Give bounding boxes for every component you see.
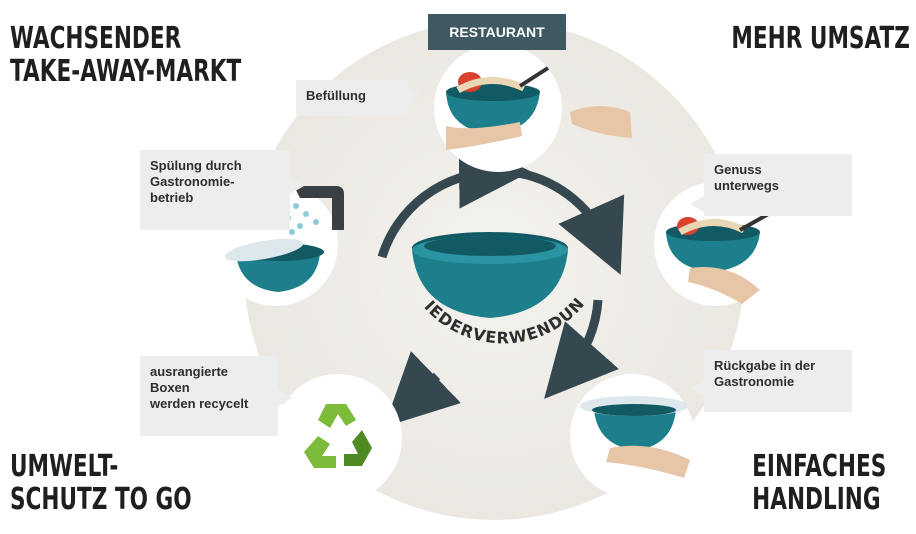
step-label-filling: Befüllung <box>296 80 408 116</box>
label-pointers <box>278 88 704 406</box>
step-label-line: Gastronomie <box>714 374 795 389</box>
hand-icon <box>446 122 522 150</box>
step-label-recycle: ausrangierte Boxen werden recycelt <box>140 356 278 436</box>
step-label-line: Genuss <box>714 162 762 177</box>
headline-line: WACHSENDER <box>10 21 182 56</box>
hand-icon <box>688 266 760 304</box>
cycle-arrows <box>377 136 625 427</box>
arrow-bottom-left <box>384 351 461 427</box>
step-label-rinse: Spülung durch Gastronomie- betrieb <box>140 150 290 230</box>
headline-line: MEHR UMSATZ <box>731 21 910 56</box>
headline-line: EINFACHES <box>751 449 886 484</box>
step-circle-filling <box>434 44 632 172</box>
step-label-line: Gastronomie- <box>150 174 235 189</box>
step-label-line: Rückgabe in der <box>714 358 816 373</box>
step-label-enjoy: Genuss unterwegs <box>704 154 852 216</box>
headline-line: SCHUTZ TO GO <box>10 482 192 517</box>
step-label-line: Spülung durch <box>150 158 242 173</box>
arrow-left-top <box>377 136 531 259</box>
hand-icon <box>606 445 690 478</box>
hand-icon-right <box>570 106 632 138</box>
headline-easy-handling: EINFACHES HANDLING <box>752 450 886 516</box>
center-bowl-icon <box>412 232 568 318</box>
faucet-icon <box>294 186 344 230</box>
arrow-right-bottom <box>544 299 619 399</box>
step-label-return: Rückgabe in der Gastronomie <box>704 350 852 412</box>
step-label-line: ausrangierte <box>150 364 229 379</box>
step-label-line: Boxen <box>150 380 190 395</box>
headline-line: TAKE-AWAY-MARKT <box>10 54 242 89</box>
step-circle-recycle <box>274 374 402 502</box>
step-label-line: Befüllung <box>306 88 366 103</box>
step-label-line: betrieb <box>150 190 194 205</box>
headline-more-revenue: MEHR UMSATZ <box>731 22 910 55</box>
recycle-icon <box>304 404 372 468</box>
headline-environmental-protection: UMWELT- SCHUTZ TO GO <box>10 450 192 516</box>
headline-line: HANDLING <box>751 482 881 517</box>
arrow-top-right <box>511 167 625 275</box>
headline-line: UMWELT- <box>10 449 119 484</box>
restaurant-header: RESTAURANT <box>428 14 566 50</box>
step-label-line: unterwegs <box>714 178 780 193</box>
step-label-line: werden recycelt <box>150 396 249 411</box>
headline-growing-takeaway-market: WACHSENDER TAKE-AWAY-MARKT <box>10 22 241 88</box>
step-circle-return <box>570 374 694 498</box>
